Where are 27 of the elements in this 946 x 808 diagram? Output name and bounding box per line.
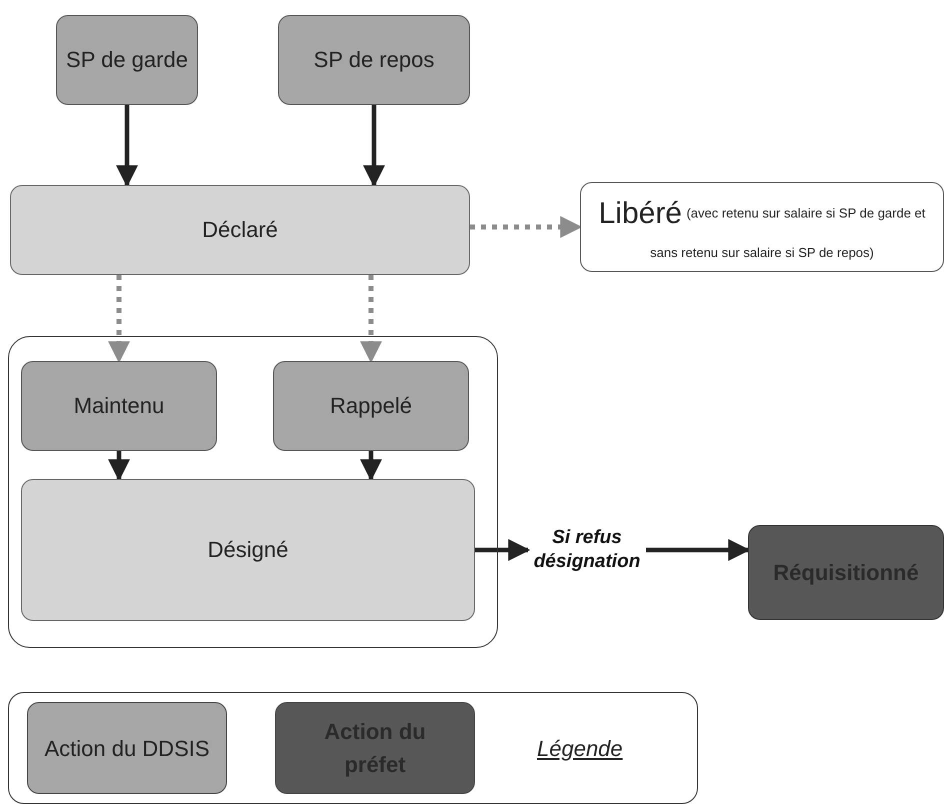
arrow — [108, 275, 130, 364]
arrow — [646, 539, 750, 561]
status-box — [580, 182, 944, 272]
group-frame — [8, 336, 498, 648]
arrow — [363, 105, 385, 188]
legend-title: Légende — [537, 734, 623, 763]
arrow — [360, 451, 382, 482]
node-text: Désigné — [208, 536, 288, 564]
process-box — [21, 361, 217, 451]
node-text: Maintenu — [74, 392, 164, 420]
arrow — [360, 275, 382, 364]
status-box — [21, 479, 475, 621]
node-text: SP de repos — [314, 46, 434, 74]
node-text: Si refus désignation — [532, 526, 642, 574]
arrow — [475, 539, 530, 561]
process-box — [273, 361, 469, 451]
process-box — [748, 525, 944, 620]
arrow — [108, 451, 130, 482]
arrow — [470, 216, 582, 238]
arrow — [116, 105, 138, 188]
node-text: Rappelé — [330, 392, 412, 420]
node-text: Déclaré — [202, 216, 278, 244]
status-box — [10, 185, 470, 275]
legend-swatch: Action du DDSIS — [27, 702, 227, 794]
node-text: SP de garde — [66, 46, 188, 74]
process-box — [56, 15, 198, 105]
process-box — [278, 15, 470, 105]
